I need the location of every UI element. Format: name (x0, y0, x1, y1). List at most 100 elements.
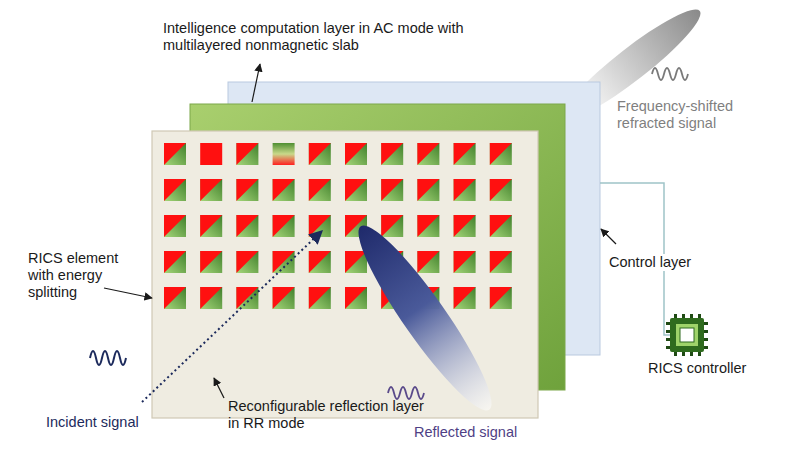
element-red (200, 251, 222, 273)
element-red (381, 179, 403, 201)
chip-pin (690, 314, 693, 318)
chip-pin (674, 352, 677, 356)
element-green (454, 215, 476, 237)
element-green (273, 251, 295, 273)
rics-element (490, 215, 512, 237)
element-green (345, 251, 367, 273)
chip-pin (704, 346, 708, 349)
rics-element (200, 287, 222, 309)
chip-pin (704, 322, 708, 325)
element-green (309, 215, 331, 237)
rics-element (417, 143, 439, 165)
element-green (200, 251, 222, 273)
element-red (417, 215, 439, 237)
element-red (345, 143, 367, 165)
leader-arrow (214, 378, 224, 398)
rics-element (345, 179, 367, 201)
element-red (490, 251, 512, 273)
rics-element (200, 143, 222, 165)
rics-element (273, 215, 295, 237)
element-green (273, 179, 295, 201)
refracted-wave (652, 68, 688, 80)
element-green (273, 287, 295, 309)
element-red (417, 179, 439, 201)
element-red (273, 179, 295, 201)
rics-element (164, 143, 186, 165)
element-red (164, 179, 186, 201)
element-red (454, 143, 476, 165)
layer-caption: Reconfigurable reflection layer in RR mo… (228, 398, 428, 432)
element-red (454, 179, 476, 201)
element-red (454, 215, 476, 237)
element-green (236, 143, 258, 165)
rics-element (417, 179, 439, 201)
element-green (200, 179, 222, 201)
element-red (454, 287, 476, 309)
rics-element (236, 143, 258, 165)
element-red (309, 215, 331, 237)
element-red (236, 251, 258, 273)
rics-element (490, 287, 512, 309)
rics-element (417, 215, 439, 237)
element-green (309, 143, 331, 165)
rics-element (309, 251, 331, 273)
chip-die (680, 328, 694, 342)
chip-pin (690, 352, 693, 356)
element-red (236, 179, 258, 201)
chip-pin (666, 346, 670, 349)
device-label: RICS controller (648, 360, 746, 377)
element-green (273, 215, 295, 237)
chip-pin (704, 330, 708, 333)
element-red (490, 143, 512, 165)
controller-chip (666, 314, 708, 356)
signal-label: Incident signal (46, 414, 139, 431)
incident-ray (142, 231, 322, 402)
rics-element (417, 251, 439, 273)
element-green (490, 143, 512, 165)
element-green (164, 287, 186, 309)
element-red (345, 287, 367, 309)
rics-element (309, 215, 331, 237)
element-green (381, 143, 403, 165)
element-green (164, 215, 186, 237)
rics-element (273, 143, 295, 165)
element-green (417, 179, 439, 201)
element-green (200, 287, 222, 309)
chip-pin (666, 338, 670, 341)
rics-element (381, 143, 403, 165)
element-green (164, 251, 186, 273)
element-green (164, 179, 186, 201)
leader-arrow (601, 229, 616, 244)
rics-element (454, 143, 476, 165)
element-green (345, 143, 367, 165)
element-green (454, 251, 476, 273)
rics-element (273, 179, 295, 201)
chip-pins (666, 314, 708, 356)
element-green (454, 143, 476, 165)
rics-element (236, 251, 258, 273)
element-red (164, 287, 186, 309)
element-green (381, 179, 403, 201)
chip-pin (704, 338, 708, 341)
element-red (454, 251, 476, 273)
element-green (490, 251, 512, 273)
rics-element (200, 251, 222, 273)
element-caption: RICS element with energy splitting (28, 250, 140, 301)
element-red (164, 143, 186, 165)
element-green (164, 143, 186, 165)
element-green (236, 251, 258, 273)
rics-element (273, 251, 295, 273)
element-red (273, 251, 295, 273)
element-green (454, 287, 476, 309)
reflected-beam (344, 214, 507, 422)
chip-pin (682, 314, 685, 318)
rics-element (309, 143, 331, 165)
element-red (200, 179, 222, 201)
rics-element (309, 179, 331, 201)
leader-arrow (252, 64, 260, 102)
layer-caption: Control layer (607, 254, 693, 271)
element-grid (164, 143, 512, 309)
rics-element (164, 251, 186, 273)
